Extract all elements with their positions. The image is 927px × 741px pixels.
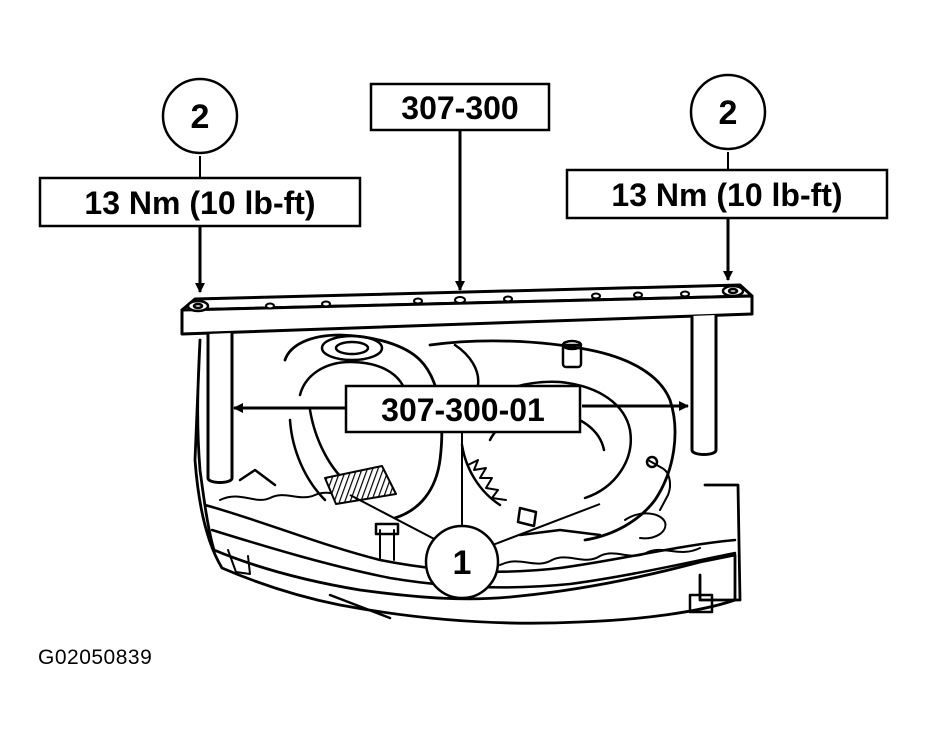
tool-top-text: 307-300 [401,90,518,126]
callout-right-number-text: 2 [719,94,738,132]
tool-top-label: 307-300 [369,82,551,132]
right-torque-label: 13 Nm (10 lb-ft) [565,168,889,220]
left-torque-text: 13 Nm (10 lb-ft) [84,185,315,221]
figure-id: G02050839 [38,646,153,669]
transmission-case-illustration [193,333,742,625]
leader-lines [195,130,733,547]
callout-bottom-number: 1 [424,524,500,600]
tool-middle-text: 307-300-01 [381,392,545,428]
left-torque-label: 13 Nm (10 lb-ft) [38,176,362,228]
callout-left-number-text: 2 [191,98,210,136]
tool-bracket-307-300 [180,283,754,484]
callout-bottom-number-text: 1 [453,544,472,582]
tool-middle-label: 307-300-01 [344,384,582,434]
callout-left-number: 2 [161,77,239,155]
callout-right-number: 2 [689,73,767,151]
right-torque-text: 13 Nm (10 lb-ft) [611,177,842,213]
